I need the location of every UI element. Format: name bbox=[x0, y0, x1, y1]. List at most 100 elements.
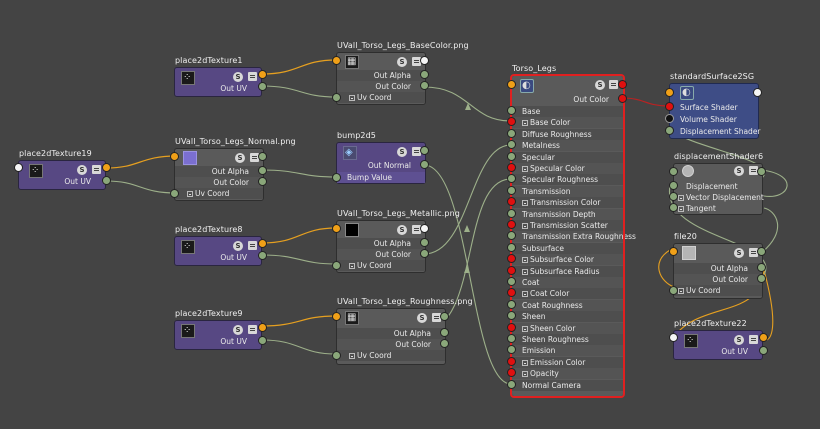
expand-icon[interactable] bbox=[522, 200, 528, 207]
uv-coord-port[interactable] bbox=[332, 261, 341, 270]
attribute-input-port[interactable] bbox=[507, 163, 516, 172]
output-port[interactable] bbox=[102, 163, 111, 172]
expand-icon[interactable] bbox=[349, 263, 355, 269]
input-port[interactable] bbox=[669, 167, 678, 176]
output-port[interactable] bbox=[618, 80, 627, 89]
attribute-menu-icon[interactable] bbox=[749, 335, 758, 344]
out-color-port[interactable] bbox=[440, 339, 449, 348]
swatch-toggle-icon[interactable]: S bbox=[233, 241, 243, 251]
attribute-menu-icon[interactable] bbox=[412, 225, 421, 234]
expand-icon[interactable] bbox=[349, 95, 355, 101]
displacement-port[interactable] bbox=[669, 181, 678, 190]
out-alpha-port[interactable] bbox=[420, 70, 429, 79]
expand-icon[interactable] bbox=[678, 206, 684, 212]
expand-icon[interactable] bbox=[678, 288, 684, 294]
attribute-input-port[interactable] bbox=[507, 334, 516, 343]
node-body[interactable]: S Out Alpha Out Color Uv Coord bbox=[673, 243, 763, 299]
attribute-input-port[interactable] bbox=[507, 242, 516, 252]
swatch-toggle-icon[interactable]: S bbox=[77, 165, 87, 175]
out-uv-port[interactable] bbox=[258, 82, 267, 91]
expand-icon[interactable] bbox=[522, 166, 528, 172]
vector-displacement-port[interactable] bbox=[669, 192, 678, 201]
out-uv-port[interactable] bbox=[759, 346, 768, 355]
expand-icon[interactable] bbox=[187, 191, 193, 197]
node-roughness-file[interactable]: UVall_Torso_Legs_Roughness.png ▦ S Out A… bbox=[332, 297, 473, 365]
volume-shader-port[interactable] bbox=[665, 114, 674, 123]
node-displacement-shader[interactable]: displacementShader6 S Displacement Vecto… bbox=[669, 152, 766, 215]
input-port[interactable] bbox=[669, 333, 678, 342]
out-uv-port[interactable] bbox=[102, 176, 111, 185]
expand-icon[interactable] bbox=[522, 371, 528, 378]
attribute-menu-icon[interactable] bbox=[250, 153, 259, 162]
node-body[interactable]: S Out Alpha Out Color Uv Coord bbox=[174, 148, 264, 201]
node-body[interactable]: S Out Alpha Out Color Uv Coord bbox=[336, 220, 426, 273]
attribute-input-port[interactable] bbox=[507, 151, 516, 161]
output-port[interactable] bbox=[258, 239, 267, 248]
node-place2dtexture22[interactable]: place2dTexture22 ⁘ S Out UV bbox=[669, 319, 768, 360]
node-metallic-file[interactable]: UVall_Torso_Legs_Metallic.png S Out Alph… bbox=[332, 209, 460, 273]
expand-icon[interactable] bbox=[522, 359, 528, 366]
out-color-port[interactable] bbox=[757, 274, 766, 283]
swatch-toggle-icon[interactable]: S bbox=[233, 72, 243, 82]
node-body[interactable]: ▦ S Out Alpha Out Color Uv Coord bbox=[336, 52, 426, 105]
attribute-input-port[interactable] bbox=[507, 185, 516, 195]
node-body[interactable]: ◐ Surface Shader Volume Shader Displacem… bbox=[669, 83, 761, 139]
node-file20[interactable]: file20 S Out Alpha Out Color Uv Coord bbox=[669, 232, 766, 299]
out-color-port[interactable] bbox=[258, 177, 267, 186]
node-place2dtexture8[interactable]: place2dTexture8 ⁘ S Out UV bbox=[174, 225, 267, 266]
displacement-shader-port[interactable] bbox=[665, 126, 674, 135]
attribute-menu-icon[interactable] bbox=[412, 147, 421, 156]
node-body[interactable]: ⁘ S Out UV bbox=[174, 67, 262, 97]
output-port[interactable] bbox=[440, 312, 449, 321]
node-shading-group[interactable]: standardSurface2SG ◐ Surface Shader Volu… bbox=[665, 72, 762, 139]
output-port[interactable] bbox=[759, 333, 768, 342]
attribute-menu-icon[interactable] bbox=[248, 325, 257, 334]
swatch-toggle-icon[interactable]: S bbox=[233, 325, 243, 335]
out-alpha-port[interactable] bbox=[258, 166, 267, 175]
output-port[interactable] bbox=[258, 152, 267, 161]
node-body[interactable]: ▦ S Out Alpha Out Color Uv Coord bbox=[336, 308, 446, 365]
out-color-port[interactable] bbox=[618, 94, 627, 103]
out-alpha-port[interactable] bbox=[420, 238, 429, 247]
output-port[interactable] bbox=[420, 146, 429, 155]
node-place2dtexture19[interactable]: place2dTexture19 ⁘ S Out UV bbox=[14, 149, 111, 190]
input-port[interactable] bbox=[14, 163, 23, 172]
expand-icon[interactable] bbox=[678, 195, 684, 201]
swatch-toggle-icon[interactable]: S bbox=[235, 153, 245, 163]
node-place2dtexture9[interactable]: place2dTexture9 ⁘ S Out UV bbox=[174, 309, 267, 350]
expand-icon[interactable] bbox=[522, 268, 528, 275]
uv-coord-port[interactable] bbox=[669, 286, 678, 295]
output-port[interactable] bbox=[258, 70, 267, 79]
attribute-menu-icon[interactable] bbox=[92, 165, 101, 174]
input-port[interactable] bbox=[170, 152, 179, 161]
swatch-toggle-icon[interactable]: S bbox=[734, 166, 744, 176]
node-place2dtexture1[interactable]: place2dTexture1 ⁘ S Out UV bbox=[174, 56, 267, 97]
input-port[interactable] bbox=[332, 312, 341, 321]
attribute-input-port[interactable] bbox=[507, 322, 516, 332]
attribute-input-port[interactable] bbox=[507, 208, 516, 218]
node-body[interactable]: S Displacement Vector Displacement Tange… bbox=[673, 163, 764, 215]
attribute-input-port[interactable] bbox=[507, 220, 516, 229]
expand-icon[interactable] bbox=[522, 325, 528, 332]
node-bump2d5[interactable]: bump2d5 ◈ S Out Normal Bump Value bbox=[332, 131, 429, 184]
input-port[interactable] bbox=[669, 247, 678, 256]
expand-icon[interactable] bbox=[522, 291, 528, 298]
uv-coord-port[interactable] bbox=[170, 189, 179, 198]
attribute-input-port[interactable] bbox=[507, 265, 516, 275]
uv-coord-port[interactable] bbox=[332, 351, 341, 360]
node-basecolor-file[interactable]: UVall_Torso_Legs_BaseColor.png ▦ S Out A… bbox=[332, 41, 469, 105]
expand-icon[interactable] bbox=[522, 120, 528, 127]
tangent-port[interactable] bbox=[669, 203, 678, 212]
attribute-menu-icon[interactable] bbox=[248, 241, 257, 250]
attribute-input-port[interactable] bbox=[507, 106, 516, 115]
output-port[interactable] bbox=[420, 224, 429, 233]
input-port[interactable] bbox=[507, 80, 516, 89]
swatch-toggle-icon[interactable]: S bbox=[397, 147, 407, 157]
input-port[interactable] bbox=[332, 56, 341, 65]
output-port[interactable] bbox=[757, 247, 766, 256]
expand-icon[interactable] bbox=[349, 353, 355, 359]
out-alpha-port[interactable] bbox=[440, 328, 449, 337]
attribute-input-port[interactable] bbox=[507, 128, 516, 138]
attribute-input-port[interactable] bbox=[507, 277, 516, 286]
surface-shader-port[interactable] bbox=[665, 102, 674, 111]
